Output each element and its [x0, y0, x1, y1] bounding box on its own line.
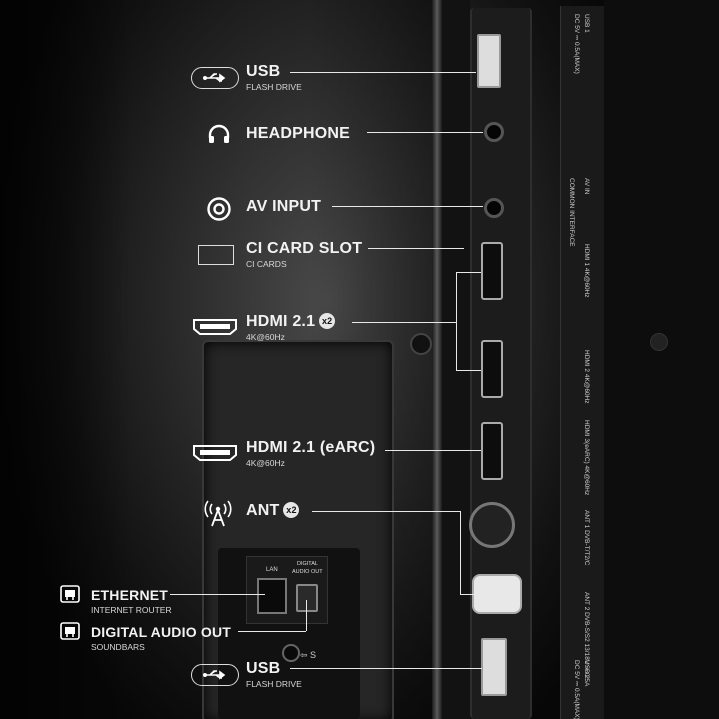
usb-bottom-title: USB — [246, 660, 281, 677]
hdmi-earc-label: HDMI 2.1 (eARC) 4K@60Hz — [246, 439, 375, 468]
ethernet-icon — [60, 585, 80, 608]
av-input-title: AV INPUT — [246, 198, 322, 215]
optical-port[interactable] — [296, 584, 318, 612]
leader-hdmi21-up — [456, 272, 457, 370]
usb-bottom-port[interactable] — [481, 638, 507, 696]
av-input-label: AV INPUT — [246, 198, 321, 216]
leader-ethernet — [170, 594, 265, 595]
hdmi1-port[interactable] — [481, 242, 503, 300]
hdmi3-port[interactable] — [481, 422, 503, 480]
digital-audio-label: DIGITAL AUDIO OUT SOUNDBARS — [91, 623, 231, 652]
right-casing — [604, 0, 719, 719]
usb-top-title: USB — [246, 63, 281, 80]
usb-top-sub: FLASH DRIVE — [246, 82, 302, 92]
hdmi-earc-sub: 4K@60Hz — [246, 458, 285, 468]
leader-hdmi-earc — [385, 450, 481, 451]
print-hdmi3: HDMI 3(eARC) 4K@60Hz — [583, 420, 590, 496]
leader-hdmi21-top — [456, 272, 481, 273]
usb-bottom-sub: FLASH DRIVE — [246, 679, 302, 689]
usb-top-port[interactable] — [477, 34, 501, 88]
leader-hdmi21 — [352, 322, 456, 323]
hdmi-earc-title: HDMI 2.1 (eARC) — [246, 439, 376, 456]
ci-card-icon — [198, 245, 234, 265]
leader-usb-top — [290, 72, 476, 73]
print-av-in: AV IN — [583, 178, 590, 195]
screw — [650, 333, 668, 351]
headphone-jack[interactable] — [484, 122, 504, 142]
print-usb1-power: DC 5V ⎓ 0.5A(MAX) — [573, 14, 580, 74]
ant-title: ANT — [246, 502, 280, 519]
ethernet-label: ETHERNET INTERNET ROUTER — [91, 586, 172, 615]
leader-headphone — [367, 132, 483, 133]
print-usb1: USB 1 — [583, 14, 590, 33]
digital-audio-title: DIGITAL AUDIO OUT — [91, 624, 232, 640]
leader-av — [332, 206, 483, 207]
headphone-title: HEADPHONE — [246, 125, 351, 142]
usb-icon — [191, 67, 239, 89]
digital-audio-icon — [60, 622, 80, 645]
ci-card-sub: CI CARDS — [246, 259, 287, 269]
lan-port[interactable] — [257, 578, 287, 614]
knob — [410, 333, 432, 355]
hdmi-icon — [192, 318, 238, 341]
ant1-port[interactable] — [469, 502, 515, 548]
ant-count-badge: x2 — [283, 502, 300, 518]
hdmi-earc-icon — [192, 444, 238, 467]
leader-ant-to-ant2 — [460, 594, 474, 595]
print-hdmi2: HDMI 2 4K@60Hz — [583, 350, 590, 404]
leader-ci — [368, 248, 464, 249]
leader-digital-audio — [238, 631, 306, 632]
ci-card-title: CI CARD SLOT — [246, 240, 363, 257]
lan-label: LAN — [266, 567, 278, 573]
usb-bottom-icon — [191, 664, 239, 686]
hdmi2-port[interactable] — [481, 340, 503, 398]
print-common-interface: COMMON INTERFACE — [568, 178, 575, 247]
ethernet-title: ETHERNET — [91, 587, 169, 603]
headphone-label: HEADPHONE — [246, 125, 350, 143]
leader-ant-down — [460, 511, 461, 594]
usb-top-label: USB FLASH DRIVE — [246, 63, 302, 92]
digital-label-1: DIGITAL — [297, 561, 318, 567]
s-label: ⇦ S — [300, 650, 317, 660]
side-label-strip — [560, 6, 605, 719]
ant2-port[interactable] — [472, 574, 522, 614]
hdmi21-count-badge: x2 — [319, 313, 336, 329]
leader-hdmi21-bottom — [456, 370, 481, 371]
digital-audio-sub: SOUNDBARS — [91, 642, 145, 652]
print-ant1: ANT 1 DVB-T/T2/C — [583, 510, 590, 566]
leader-ant — [312, 511, 460, 512]
digital-label-2: AUDIO OUT — [292, 569, 323, 575]
hdmi21-title: HDMI 2.1 — [246, 313, 316, 330]
usb-bottom-label: USB FLASH DRIVE — [246, 660, 302, 689]
av-input-icon — [206, 196, 232, 227]
antenna-icon — [203, 498, 233, 533]
ci-card-label: CI CARD SLOT CI CARDS — [246, 240, 362, 269]
ethernet-sub: INTERNET ROUTER — [91, 605, 172, 615]
print-usb2: USB 2 — [583, 660, 590, 679]
hdmi21-sub: 4K@60Hz — [246, 332, 285, 342]
print-usb2-power: DC 5V ⎓ 0.5A(MAX) — [573, 660, 580, 719]
s-port[interactable] — [282, 644, 300, 662]
casing-edge — [432, 0, 442, 719]
leader-usb-bottom — [290, 668, 482, 669]
headphone-icon — [207, 124, 231, 149]
print-hdmi1: HDMI 1 4K@60Hz — [583, 244, 590, 298]
av-jack[interactable] — [484, 198, 504, 218]
leader-digital-audio-up — [306, 600, 307, 631]
